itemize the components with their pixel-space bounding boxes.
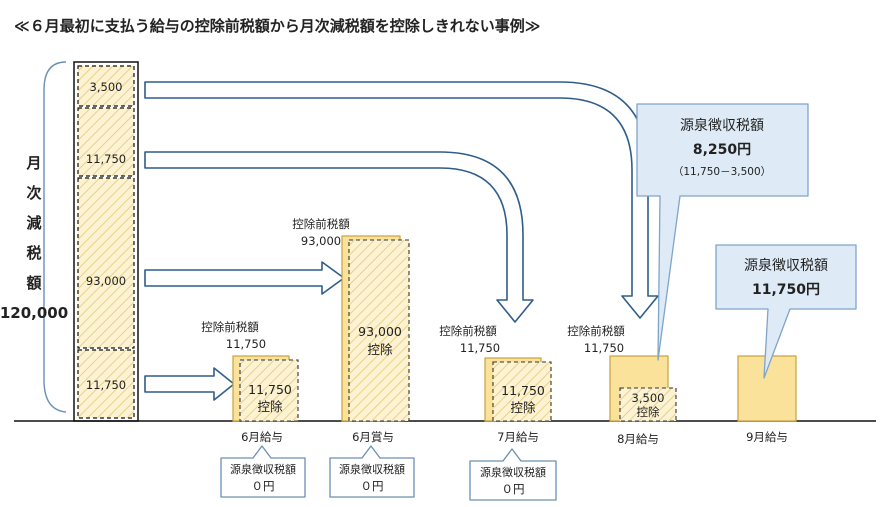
side-char-1: 月	[25, 154, 41, 172]
arrow-to-august-salary	[144, 81, 659, 319]
august-callout-note: （11,750－3,500）	[673, 166, 771, 178]
arrow-to-june-bonus	[144, 261, 345, 295]
august-salary-deduction	[619, 387, 677, 422]
june-bonus-label: 6月賞与	[352, 430, 394, 444]
september-callout-title: 源泉徴収税額	[744, 257, 828, 274]
august-salary-pre-caption: 控除前税額	[567, 324, 625, 338]
june-salary-deduction	[239, 359, 299, 422]
left-value-4: 11,750	[86, 378, 126, 392]
july-salary-bubble-value: ０円	[502, 482, 525, 496]
june-bonus-pre-caption: 控除前税額	[292, 217, 350, 231]
june-salary-deduct-label: 控除	[257, 399, 283, 414]
august-callout-title: 源泉徴収税額	[680, 117, 764, 134]
july-salary-bubble-box	[469, 448, 557, 501]
june-bonus-group: 控除前税額 93,000 93,000 控除 6月賞与	[292, 217, 410, 444]
july-salary-deduction	[492, 361, 552, 422]
august-callout-value: 8,250円	[693, 142, 751, 158]
diagram-title: ≪６月最初に支払う給与の控除前税額から月次減税額を控除しきれない事例≫	[14, 17, 540, 35]
june-bonus-bubble-title: 源泉徴収税額	[339, 462, 405, 476]
september-callout-box	[715, 244, 857, 379]
arrow-to-july-salary	[144, 151, 534, 323]
september-salary-label: 9月給与	[746, 430, 788, 444]
june-bonus-bubble-value: ０円	[361, 479, 384, 493]
august-salary-deduct-value: 3,500	[632, 391, 665, 405]
august-salary-label: 8月給与	[617, 432, 659, 446]
left-segment-1	[77, 65, 135, 107]
july-salary-label: 7月給与	[497, 430, 539, 444]
june-salary-bubble-value: ０円	[252, 479, 275, 493]
july-salary-deduct-label: 控除	[510, 400, 536, 415]
side-char-5: 額	[25, 274, 41, 292]
left-value-3: 93,000	[86, 274, 126, 288]
june-bonus-deduct-label: 控除	[367, 342, 393, 357]
left-value-2: 11,750	[86, 152, 126, 166]
july-salary-pre-caption: 控除前税額	[439, 324, 497, 338]
left-value-1: 3,500	[90, 80, 123, 94]
june-salary-pre-caption: 控除前税額	[201, 320, 259, 334]
june-salary-bubble-box	[220, 445, 306, 498]
june-salary-group: 控除前税額 11,750 11,750 控除 6月給与	[201, 320, 299, 444]
june-salary-pre-value: 11,750	[226, 337, 266, 351]
june-salary-deduct-value: 11,750	[248, 382, 292, 397]
august-salary-pre-value: 11,750	[584, 341, 624, 355]
august-salary-deduct-label: 控除	[637, 405, 660, 419]
left-segment-3	[77, 177, 135, 349]
august-callout-box	[636, 103, 809, 361]
september-callout: 源泉徴収税額 11,750円	[715, 244, 857, 379]
june-salary-label: 6月給与	[241, 430, 283, 444]
left-column: 3,500 11,750 93,000 11,750	[73, 61, 139, 422]
june-bonus-deduct-value: 93,000	[358, 324, 402, 339]
september-callout-value: 11,750円	[752, 282, 820, 298]
left-brace	[43, 61, 67, 413]
july-salary-pre-value: 11,750	[460, 341, 500, 355]
june-salary-bubble-title: 源泉徴収税額	[230, 462, 296, 476]
july-salary-bubble-title: 源泉徴収税額	[480, 465, 546, 479]
side-char-2: 次	[26, 184, 41, 202]
june-bonus-pre-value: 93,000	[301, 234, 341, 248]
august-callout: 源泉徴収税額 8,250円 （11,750－3,500）	[636, 103, 809, 361]
side-label: 月 次 減 税 額 120,000	[0, 154, 68, 322]
june-bonus-bubble: 源泉徴収税額 ０円	[329, 445, 415, 498]
july-salary-bubble: 源泉徴収税額 ０円	[469, 448, 557, 501]
july-salary-deduct-value: 11,750	[501, 383, 545, 398]
june-salary-bubble: 源泉徴収税額 ０円	[220, 445, 306, 498]
june-bonus-deduction	[348, 239, 410, 422]
august-salary-group: 控除前税額 11,750 3,500 控除 8月給与	[567, 324, 677, 446]
side-char-3: 減	[26, 214, 41, 232]
side-total: 120,000	[0, 304, 68, 322]
left-segment-4	[77, 349, 135, 419]
left-segment-2	[77, 107, 135, 177]
side-char-4: 税	[26, 244, 41, 262]
arrow-to-june-salary	[144, 367, 235, 401]
july-salary-group: 控除前税額 11,750 11,750 控除 7月給与	[439, 324, 552, 444]
june-bonus-bubble-box	[329, 445, 415, 498]
